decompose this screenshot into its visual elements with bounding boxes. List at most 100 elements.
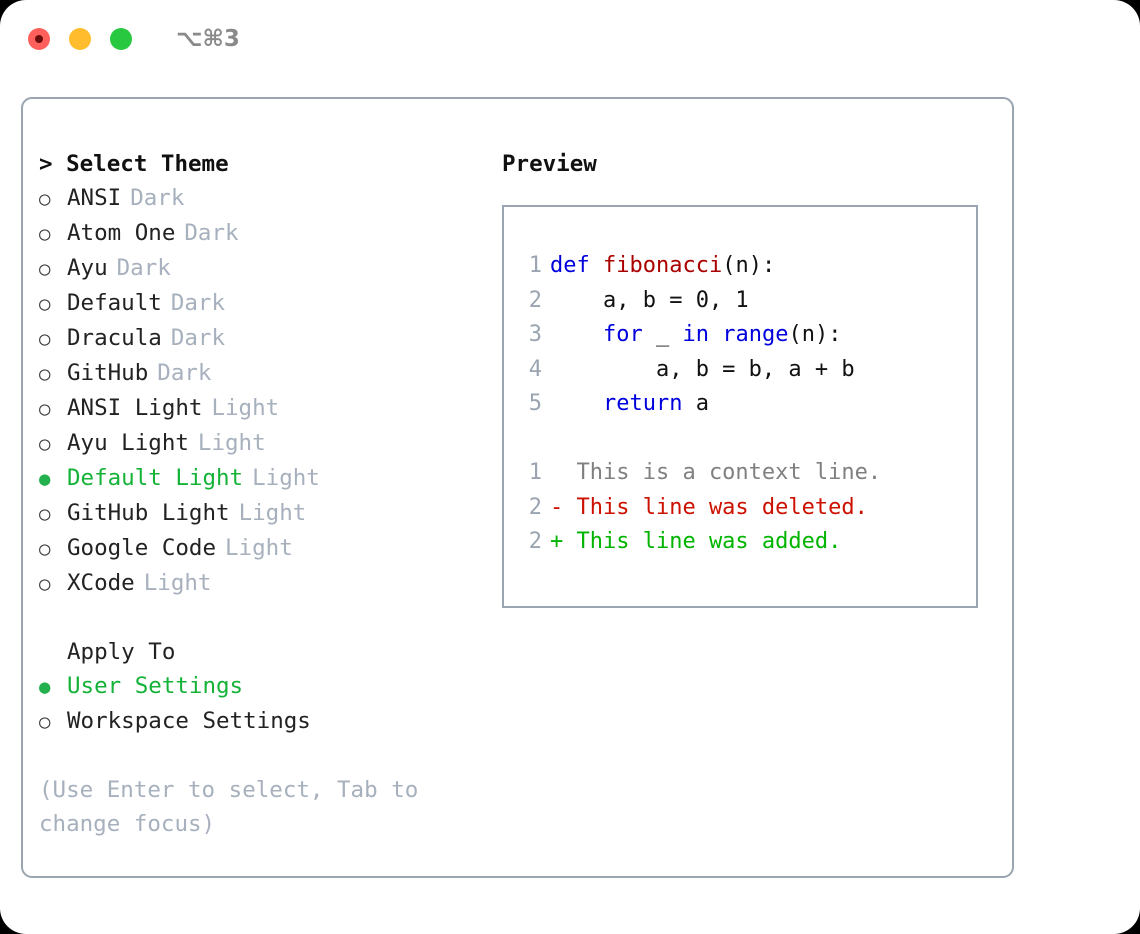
diff-line-ctx: 1 This is a context line. xyxy=(504,456,976,491)
code-line-content: return a xyxy=(550,387,709,422)
theme-option-label: ANSI xyxy=(67,185,122,211)
window-titlebar: ⌥⌘3 xyxy=(0,0,1140,78)
code-line: 1 def fibonacci(n): xyxy=(504,249,976,284)
radio-selected-icon: ● xyxy=(39,676,51,698)
code-line-content: for _ in range(n): xyxy=(550,318,841,353)
radio-unselected-icon: ○ xyxy=(39,328,51,350)
theme-option-variant-badge: Dark xyxy=(184,220,239,246)
theme-option-label: Atom One xyxy=(67,220,176,246)
theme-option-label: GitHub xyxy=(67,360,149,386)
theme-option-variant-badge: Dark xyxy=(157,360,212,386)
theme-option-label: Google Code xyxy=(67,535,217,561)
code-token-pl xyxy=(550,391,603,416)
theme-option-label: ANSI Light xyxy=(67,395,203,421)
apply-option-label: User Settings xyxy=(67,673,244,699)
preview-heading: Preview xyxy=(502,151,597,177)
select-theme-heading: > Select Theme xyxy=(39,151,229,177)
theme-option-variant-badge: Light xyxy=(252,465,320,491)
code-line: 2 a, b = 0, 1 xyxy=(504,284,976,319)
close-window-button[interactable] xyxy=(28,28,50,50)
diff-line-number: 2 xyxy=(528,494,542,520)
apply-option-workspace-settings[interactable]: ○ Workspace Settings xyxy=(39,704,499,739)
apply-to-heading: Apply To xyxy=(67,639,176,665)
code-line-number: 4 xyxy=(528,356,542,382)
theme-option-ayu[interactable]: ○ Ayu Dark xyxy=(39,251,499,286)
radio-unselected-icon: ○ xyxy=(39,363,51,385)
theme-option-variant-badge: Light xyxy=(238,500,307,526)
code-token-pl: a, b = b, a + b xyxy=(550,356,855,382)
code-token-kw: for xyxy=(602,322,643,347)
code-line-number: 1 xyxy=(528,253,542,278)
preview-gap xyxy=(504,422,976,457)
code-token-fn: fibonacci xyxy=(602,253,723,278)
theme-option-atom-one[interactable]: ○ Atom One Dark xyxy=(39,216,499,251)
theme-option-variant-badge: Light xyxy=(143,570,212,596)
code-line-content: a, b = b, a + b xyxy=(550,353,855,388)
code-token-pl: (n): xyxy=(788,322,842,347)
diff-line-number: 2 xyxy=(528,529,542,554)
apply-option-label: Workspace Settings xyxy=(67,708,311,734)
diff-line-content: - This line was deleted. xyxy=(550,494,868,520)
keyboard-hint-text: (Use Enter to select, Tab to change focu… xyxy=(39,777,419,837)
theme-option-variant-badge: Light xyxy=(225,535,293,561)
code-line-content: a, b = 0, 1 xyxy=(550,284,749,319)
code-token-pl xyxy=(709,322,722,347)
theme-option-label: Ayu xyxy=(67,255,108,281)
radio-unselected-icon: ○ xyxy=(39,293,51,315)
code-line: 3 for _ in range(n): xyxy=(504,318,976,353)
code-token-pl: a, b = 0, 1 xyxy=(550,287,749,313)
minimize-window-button[interactable] xyxy=(69,28,91,50)
diff-sample: 1 This is a context line. 2 - This line wa… xyxy=(504,456,976,560)
radio-unselected-icon: ○ xyxy=(39,503,51,525)
radio-unselected-icon: ○ xyxy=(39,538,51,560)
code-token-kw: def xyxy=(550,253,603,278)
theme-option-dracula[interactable]: ○ Dracula Dark xyxy=(39,321,499,356)
theme-option-label: Dracula xyxy=(67,325,162,351)
code-line-number: 2 xyxy=(528,287,542,313)
theme-option-ayu-light[interactable]: ○ Ayu Light Light xyxy=(39,426,499,461)
code-line-number: 5 xyxy=(528,391,542,416)
theme-option-variant-badge: Light xyxy=(197,430,266,456)
code-token-kw: range xyxy=(722,322,789,347)
code-token-kw: return xyxy=(602,391,683,416)
radio-unselected-icon: ○ xyxy=(39,223,51,245)
theme-option-variant-badge: Dark xyxy=(116,255,171,281)
theme-option-label: Ayu Light xyxy=(67,430,189,456)
radio-selected-icon: ● xyxy=(39,468,51,490)
radio-unselected-icon: ○ xyxy=(39,258,51,280)
apply-to-option-list[interactable]: ● User Settings ○ Workspace Settings xyxy=(39,669,499,739)
diff-line-content: + This line was added. xyxy=(550,529,842,554)
theme-option-google-code[interactable]: ○ Google Code Light xyxy=(39,531,499,566)
theme-option-label: XCode xyxy=(67,570,135,596)
code-line-number: 3 xyxy=(528,322,542,347)
theme-option-variant-badge: Dark xyxy=(170,290,226,316)
diff-line-add: 2 + This line was added. xyxy=(504,525,976,560)
radio-unselected-icon: ○ xyxy=(39,433,51,455)
theme-option-github[interactable]: ○ GitHub Dark xyxy=(39,356,499,391)
maximize-window-button[interactable] xyxy=(110,28,132,50)
code-token-pl: (n): xyxy=(722,253,776,278)
window-shortcut-label: ⌥⌘3 xyxy=(176,26,240,52)
traffic-light-group xyxy=(28,28,132,50)
apply-to-section: Apply To ● User Settings ○ Workspace Settin… xyxy=(39,635,499,739)
apply-option-user-settings[interactable]: ● User Settings xyxy=(39,669,499,704)
theme-option-variant-badge: Light xyxy=(211,395,280,421)
radio-unselected-icon: ○ xyxy=(39,711,51,733)
radio-unselected-icon: ○ xyxy=(39,188,51,210)
code-token-pl: a xyxy=(682,391,709,416)
code-token-kw: in xyxy=(682,322,709,347)
theme-option-variant-badge: Dark xyxy=(170,325,226,351)
